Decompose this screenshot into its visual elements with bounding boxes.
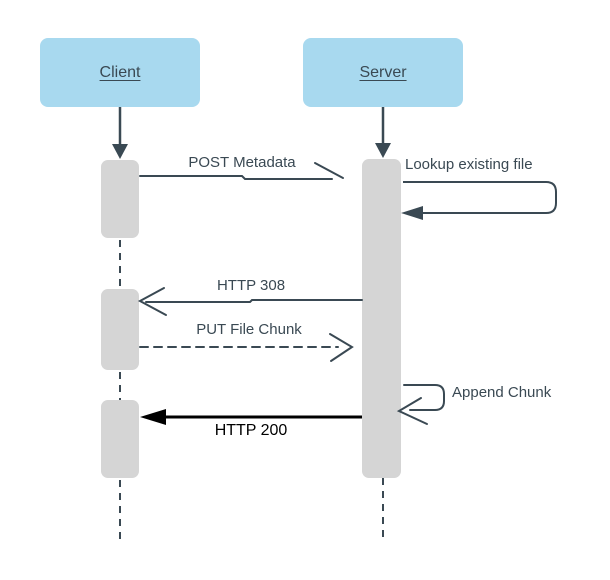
activation-client-3 [101,400,139,478]
actor-client-box: Client [40,38,200,107]
label-http-200: HTTP 200 [214,422,288,439]
lifeline-head-arrow-server [375,107,391,158]
arrow-append-self-loop [396,384,445,425]
label-post-metadata: POST Metadata [188,154,296,171]
lifeline-head-arrow-client [112,107,128,159]
actor-client-label: Client [99,63,141,81]
label-lookup-existing-file: Lookup existing file [405,156,533,173]
arrow-lookup-self-loop [401,181,557,220]
arrow-put-file-chunk [139,333,354,362]
activation-client-2 [101,289,139,370]
label-append-chunk: Append Chunk [452,384,552,401]
actor-server-label: Server [359,63,407,81]
activation-server [362,159,401,478]
label-put-file-chunk: PUT File Chunk [196,321,302,338]
label-http-308: HTTP 308 [216,277,286,294]
actor-server-box: Server [303,38,463,107]
activation-client-1 [101,160,139,238]
